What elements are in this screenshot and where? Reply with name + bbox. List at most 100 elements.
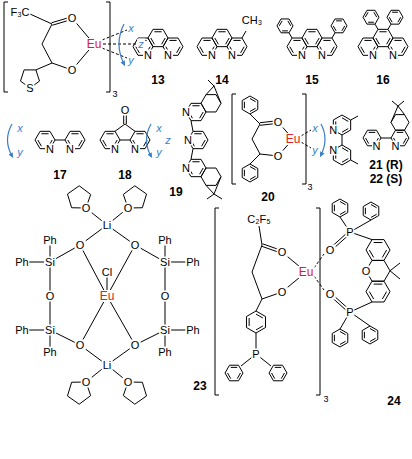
axis-label: x bbox=[127, 23, 135, 34]
metal-symbol: Eu bbox=[99, 290, 116, 302]
ring bbox=[201, 168, 221, 185]
ring bbox=[242, 164, 258, 182]
bond-line bbox=[200, 112, 204, 118]
bond-line bbox=[55, 140, 65, 141]
atom-symbol: N bbox=[65, 143, 75, 154]
bond-line bbox=[342, 118, 348, 122]
atom-symbol: CH₃ bbox=[241, 15, 263, 26]
bond-line bbox=[293, 40, 300, 41]
atom-symbol: O bbox=[67, 13, 78, 24]
rotation-arrow bbox=[8, 124, 13, 156]
bond-line bbox=[389, 17, 392, 22]
bond-line bbox=[342, 26, 345, 31]
axis-label: y bbox=[127, 55, 135, 66]
bond-line bbox=[250, 114, 260, 124]
bond-line bbox=[71, 133, 78, 134]
bond-line bbox=[275, 367, 281, 368]
bond-line bbox=[342, 129, 348, 133]
bond-line bbox=[252, 272, 262, 299]
bond-line bbox=[244, 102, 245, 108]
atom-symbol: N bbox=[207, 50, 217, 61]
bond-line bbox=[301, 130, 311, 136]
atom-symbol: N bbox=[328, 125, 338, 136]
axis-label: x bbox=[16, 123, 24, 134]
bond-line bbox=[281, 373, 284, 379]
bond-line bbox=[364, 40, 371, 41]
bond-line bbox=[102, 30, 127, 40]
bracket bbox=[215, 208, 219, 395]
bond-line bbox=[250, 99, 256, 102]
atom-symbol: Ph bbox=[185, 257, 200, 268]
atom-symbol: O bbox=[160, 291, 171, 302]
bond-line bbox=[125, 124, 135, 131]
atom-symbol: O bbox=[273, 117, 284, 128]
bond-line bbox=[340, 332, 346, 335]
bracket bbox=[232, 94, 236, 184]
bond-line bbox=[228, 373, 231, 379]
atom-symbol: N bbox=[328, 145, 338, 156]
atom-symbol: P bbox=[345, 307, 354, 318]
bond-line bbox=[252, 124, 260, 139]
bond-line bbox=[370, 338, 376, 341]
bond-line bbox=[191, 121, 193, 132]
atom-symbol: P bbox=[345, 227, 354, 238]
atom-symbol: Si bbox=[44, 257, 56, 268]
bond-line bbox=[314, 276, 324, 290]
atom-symbol: O bbox=[81, 377, 92, 388]
rotation-arrow bbox=[147, 124, 152, 156]
bond-line bbox=[177, 47, 181, 53]
bond-line bbox=[323, 40, 330, 41]
bond-line bbox=[231, 367, 237, 368]
bond-line bbox=[252, 139, 260, 154]
bond-line bbox=[191, 149, 193, 160]
axis-label: z bbox=[137, 39, 145, 50]
atom-symbol: Ph bbox=[14, 325, 29, 336]
bond-line bbox=[397, 132, 403, 133]
bond-line bbox=[390, 263, 400, 271]
atom-symbol: O bbox=[325, 289, 336, 300]
atom-symbol: O bbox=[120, 105, 131, 116]
atom-symbol: N bbox=[181, 107, 191, 118]
ring bbox=[387, 10, 403, 24]
atom-symbol: O bbox=[45, 291, 56, 302]
bond-line bbox=[233, 40, 240, 41]
bond-line bbox=[259, 226, 262, 245]
atom-symbol: C₂F₅ bbox=[246, 214, 271, 225]
bond-line bbox=[351, 116, 358, 120]
bond-line bbox=[154, 31, 161, 32]
bond-line bbox=[30, 14, 52, 24]
bond-line bbox=[123, 114, 124, 124]
bond-line bbox=[289, 33, 292, 38]
bond-line bbox=[342, 148, 348, 152]
atom-symbol: F₃C bbox=[9, 7, 30, 18]
bond-line bbox=[250, 167, 256, 170]
atom-symbol: N bbox=[297, 50, 307, 61]
bracket bbox=[302, 94, 306, 184]
atom-symbol: S bbox=[25, 83, 34, 94]
bond-line bbox=[38, 140, 42, 146]
atom-symbol: Cl bbox=[101, 267, 113, 278]
bond-line bbox=[374, 12, 377, 17]
bond-line bbox=[250, 176, 256, 179]
bond-line bbox=[365, 12, 368, 17]
bond-line bbox=[371, 214, 377, 217]
bond-line bbox=[342, 135, 343, 145]
subscript: 3 bbox=[306, 183, 313, 192]
ring bbox=[225, 365, 243, 381]
bond-line bbox=[250, 154, 260, 164]
bond-line bbox=[333, 26, 336, 31]
ring bbox=[362, 326, 378, 344]
bond-line bbox=[252, 245, 262, 272]
axis-label: z bbox=[164, 135, 172, 146]
ring bbox=[363, 10, 379, 24]
bond-line bbox=[369, 250, 373, 257]
atom-symbol: Ph bbox=[157, 347, 172, 358]
bracket bbox=[4, 2, 8, 92]
ring bbox=[366, 281, 390, 302]
bond-line bbox=[242, 31, 246, 38]
ring bbox=[363, 202, 379, 220]
bond-line bbox=[308, 31, 315, 32]
bond-line bbox=[365, 208, 366, 214]
atom-symbol: N bbox=[110, 143, 120, 154]
bond-line bbox=[369, 132, 375, 133]
